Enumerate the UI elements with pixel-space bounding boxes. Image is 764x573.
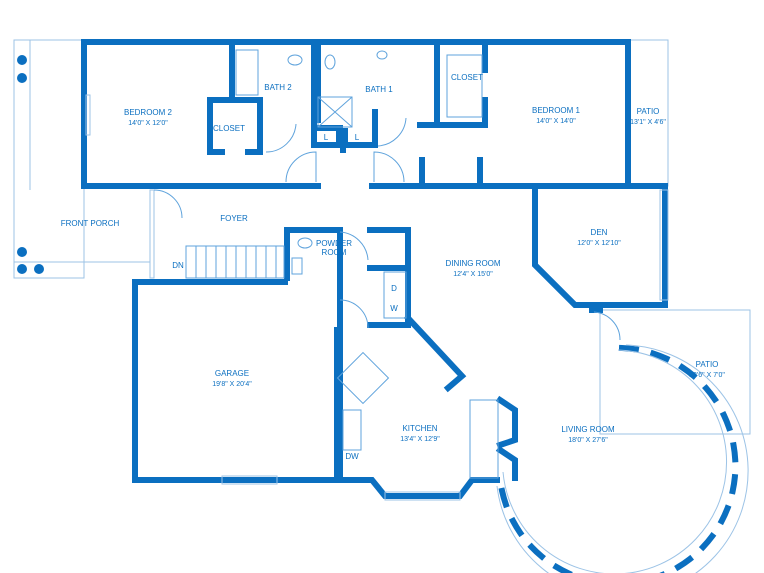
windows [85, 94, 749, 573]
room-dims-kitchen: 13'4" X 12'9" [400, 436, 440, 443]
column-icon [17, 247, 27, 257]
walls [81, 39, 739, 573]
outdoor-outlines [13, 39, 751, 435]
stairs-down-label: DN [172, 261, 184, 270]
toilet-icon [324, 54, 336, 70]
washer-label: W [390, 304, 398, 313]
room-dims-bedroom1: 14'0" X 14'0" [536, 118, 576, 125]
fixtures [185, 49, 499, 479]
room-name-dining: DINING ROOM [445, 259, 500, 268]
linen-closet-label: L [324, 133, 329, 142]
room-dims-dining: 12'4" X 15'0" [453, 271, 493, 278]
room-name-garage: GARAGE [215, 369, 249, 378]
room-name-powder-line2: ROOM [322, 248, 347, 257]
room-dims-garage: 19'8" X 20'4" [212, 381, 252, 388]
room-name-bedroom2: BEDROOM 2 [124, 108, 173, 117]
sink-icon [376, 50, 388, 60]
shower [317, 96, 353, 128]
toilet-icon [287, 54, 303, 66]
column-icon [17, 264, 27, 274]
room-dims-patio: 12'6" X 7'0" [689, 372, 725, 379]
room-labels: BEDROOM 2 14'0" X 12'0" CLOSET BATH 2 BA… [61, 73, 726, 461]
stairs [185, 245, 285, 279]
dryer-label: D [391, 284, 397, 293]
room-name-powder: POWDER [316, 239, 352, 248]
room-name-bedroom1: BEDROOM 1 [532, 106, 581, 115]
room-name-bath2: BATH 2 [264, 83, 292, 92]
room-dims-den: 12'0" X 12'10" [577, 240, 621, 247]
column-icon [17, 55, 27, 65]
dishwasher-label: DW [345, 452, 359, 461]
room-name-foyer: FOYER [220, 214, 248, 223]
room-name-closet: CLOSET [213, 124, 245, 133]
room-name-front-porch: FRONT PORCH [61, 219, 120, 228]
linen-closet-label: L [355, 133, 360, 142]
room-name-bath1: BATH 1 [365, 85, 393, 94]
room-name-living: LIVING ROOM [561, 425, 615, 434]
linen-blocks [336, 128, 348, 144]
porch-columns [17, 55, 44, 274]
doors [153, 117, 621, 341]
room-name-closet: CLOSET [451, 73, 483, 82]
room-dims-living: 18'0" X 27'6" [568, 437, 608, 444]
room-name-patio: PATIO [696, 360, 719, 369]
room-dims-patio: 13'1" X 4'6" [630, 119, 666, 126]
toilet-icon [297, 237, 313, 249]
column-icon [34, 264, 44, 274]
room-name-patio: PATIO [637, 107, 660, 116]
room-name-kitchen: KITCHEN [402, 424, 437, 433]
room-name-den: DEN [591, 228, 608, 237]
column-icon [17, 73, 27, 83]
room-dims-bedroom2: 14'0" X 12'0" [128, 120, 168, 127]
